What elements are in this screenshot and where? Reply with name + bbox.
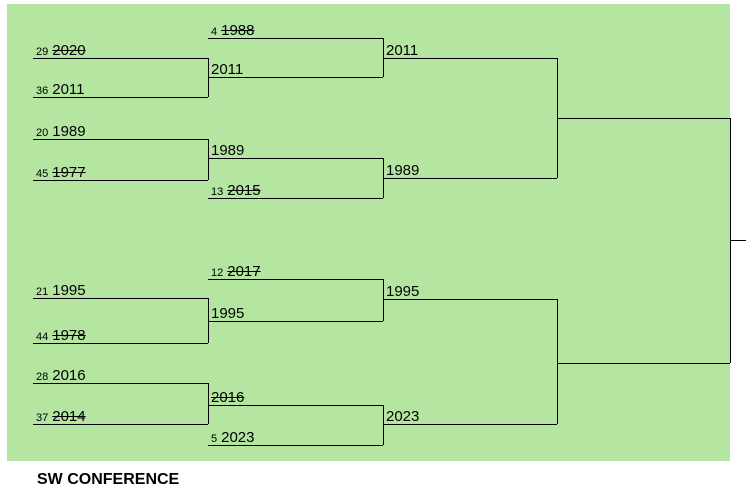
bracket-connector — [383, 158, 384, 198]
bracket-line — [33, 383, 208, 384]
entry-name: 1977 — [52, 164, 86, 181]
bracket-connector — [383, 38, 384, 77]
entry-seed: 29 — [36, 46, 49, 58]
entry-seed: 21 — [36, 286, 49, 298]
bracket-line-final — [730, 240, 746, 241]
bracket-entry: 2016 — [211, 390, 244, 405]
bracket-connector — [208, 139, 209, 180]
entry-seed: 5 — [211, 433, 218, 445]
bracket-entry: 1995 — [211, 306, 244, 321]
bracket-line — [33, 343, 208, 344]
bracket-line — [208, 279, 383, 280]
entry-seed: 20 — [36, 127, 49, 139]
bracket-connector — [208, 58, 209, 97]
bracket-line — [383, 178, 557, 179]
bracket-line — [383, 299, 557, 300]
bracket-board — [7, 4, 730, 461]
bracket-connector — [557, 299, 558, 424]
bracket-line — [383, 58, 557, 59]
bracket-connector — [208, 383, 209, 424]
bracket-entry: 2011 — [211, 62, 243, 77]
bracket-line — [33, 97, 208, 98]
bracket-entry: 1989 — [386, 163, 419, 178]
bracket-entry: 2023 — [386, 409, 419, 424]
entry-seed: 44 — [36, 331, 49, 343]
bracket-line — [33, 424, 208, 425]
conference-title: SW CONFERENCE — [37, 471, 180, 488]
entry-name: 1989 — [52, 123, 86, 140]
entry-seed: 4 — [211, 26, 218, 38]
entry-seed: 45 — [36, 168, 49, 180]
bracket-line — [208, 158, 383, 159]
entry-name: 2011 — [52, 81, 85, 98]
bracket-entry: 1995 — [386, 284, 419, 299]
entry-name: 1989 — [386, 162, 420, 179]
bracket-entry: 1989 — [211, 143, 244, 158]
bracket-connector — [730, 118, 731, 363]
bracket-line — [383, 424, 557, 425]
bracket-connector — [383, 405, 384, 445]
bracket-line — [557, 363, 730, 364]
entry-seed: 12 — [211, 267, 224, 279]
entry-name: 2023 — [386, 408, 420, 425]
entry-name: 1978 — [52, 327, 86, 344]
entry-name: 1995 — [211, 305, 245, 322]
bracket-connector — [208, 298, 209, 343]
bracket-connector — [557, 58, 558, 178]
entry-name: 2011 — [211, 61, 244, 78]
bracket-line — [33, 180, 208, 181]
entry-name: 2014 — [52, 408, 86, 425]
entry-name: 2017 — [227, 263, 261, 280]
entry-seed: 28 — [36, 371, 49, 383]
bracket-line — [208, 321, 383, 322]
bracket-line — [33, 298, 208, 299]
entry-name: 2023 — [221, 429, 255, 446]
bracket-connector — [383, 279, 384, 321]
bracket-entry: 2011 — [386, 43, 418, 58]
bracket-line — [208, 38, 383, 39]
entry-name: 1988 — [221, 22, 255, 39]
bracket-line — [33, 139, 208, 140]
entry-seed: 37 — [36, 412, 49, 424]
entry-name: 1995 — [52, 282, 86, 299]
entry-name: 1995 — [386, 283, 420, 300]
entry-name: 2016 — [211, 389, 245, 406]
entry-seed: 36 — [36, 85, 49, 97]
entry-name: 2011 — [386, 42, 419, 59]
entry-name: 1989 — [211, 142, 245, 159]
entry-seed: 13 — [211, 186, 224, 198]
bracket-line — [208, 445, 383, 446]
bracket-line — [33, 58, 208, 59]
bracket-line — [208, 77, 383, 78]
bracket-line — [557, 118, 730, 119]
bracket-line — [208, 198, 383, 199]
entry-name: 2020 — [52, 42, 86, 59]
bracket-line — [208, 405, 383, 406]
entry-name: 2016 — [52, 367, 86, 384]
entry-name: 2015 — [227, 182, 261, 199]
